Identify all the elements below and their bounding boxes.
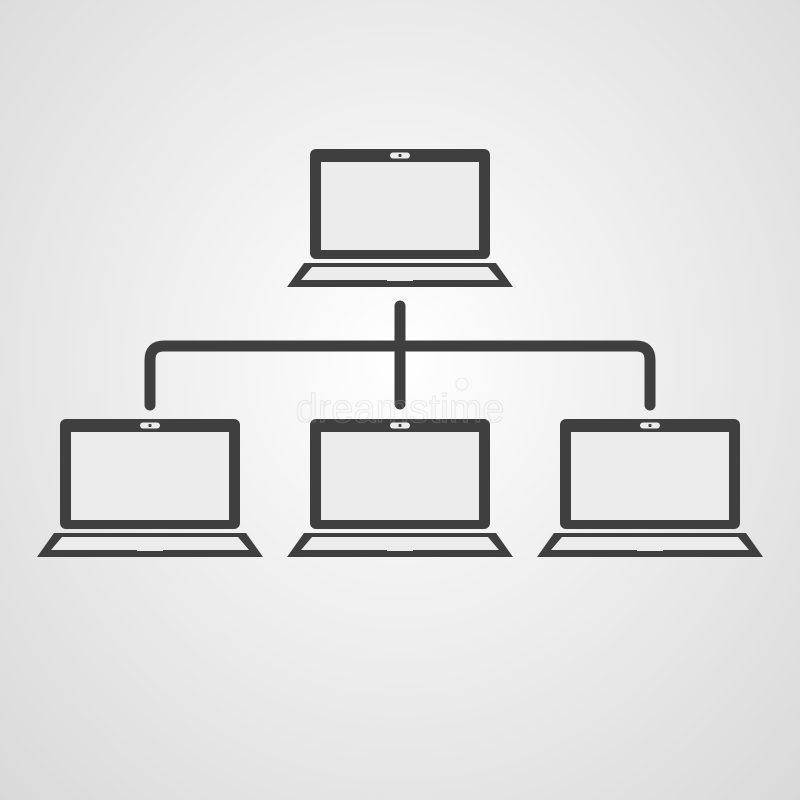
- connector-lines: [144, 300, 656, 411]
- laptop-icon-root: [287, 149, 513, 287]
- laptop-icon-client-1: [37, 419, 263, 557]
- laptop-icon-client-2: [287, 419, 513, 557]
- laptop-icon-client-3: [537, 419, 763, 557]
- connector-bus: [144, 340, 656, 411]
